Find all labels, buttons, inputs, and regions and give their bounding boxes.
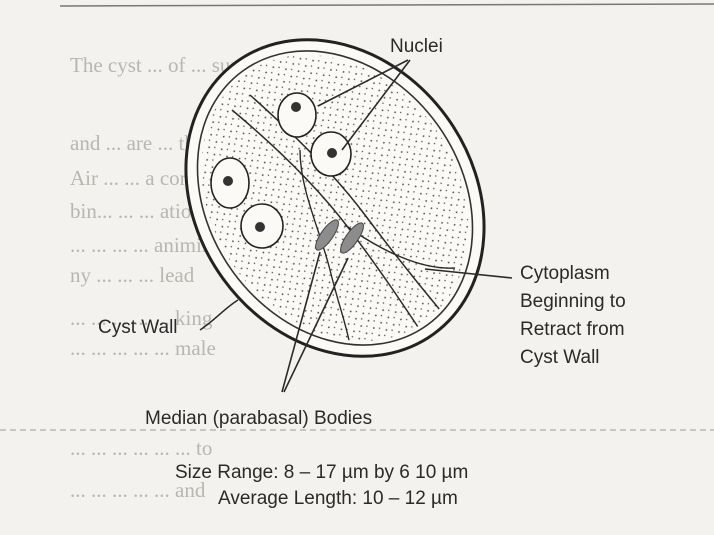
nuclei-label: Nuclei bbox=[390, 36, 443, 57]
bg-line-8: ... ... ... ... ... ... to bbox=[70, 436, 212, 460]
caption: Size Range: 8 – 17 µm by 6 10 µm Average… bbox=[175, 462, 468, 509]
average-length-text: Average Length: 10 – 12 µm bbox=[218, 488, 458, 509]
page-top-rule bbox=[60, 4, 714, 6]
bg-line-5: ny ... ... ... lead bbox=[70, 263, 195, 287]
bg-line-2: Air ... ... a com bbox=[70, 166, 196, 190]
bg-line-7: ... ... ... ... ... male bbox=[70, 336, 216, 360]
median-bodies-label: Median (parabasal) Bodies bbox=[145, 408, 372, 429]
bg-line-3: bin... ... ... ation bbox=[70, 199, 202, 223]
nucleus bbox=[311, 132, 351, 176]
nucleus bbox=[278, 93, 316, 137]
cytoplasm-label-line-2: Beginning to bbox=[520, 291, 626, 312]
nucleus bbox=[241, 204, 283, 248]
cytoplasm-label-line-4: Cyst Wall bbox=[520, 347, 600, 368]
nucleus bbox=[211, 158, 249, 208]
cyst-wall-label: Cyst Wall bbox=[98, 317, 178, 338]
cytoplasm-label-line-3: Retract from bbox=[520, 319, 625, 340]
size-range-text: Size Range: 8 – 17 µm by 6 10 µm bbox=[175, 462, 468, 483]
cytoplasm-label-line-1: Cytoplasm bbox=[520, 263, 610, 284]
